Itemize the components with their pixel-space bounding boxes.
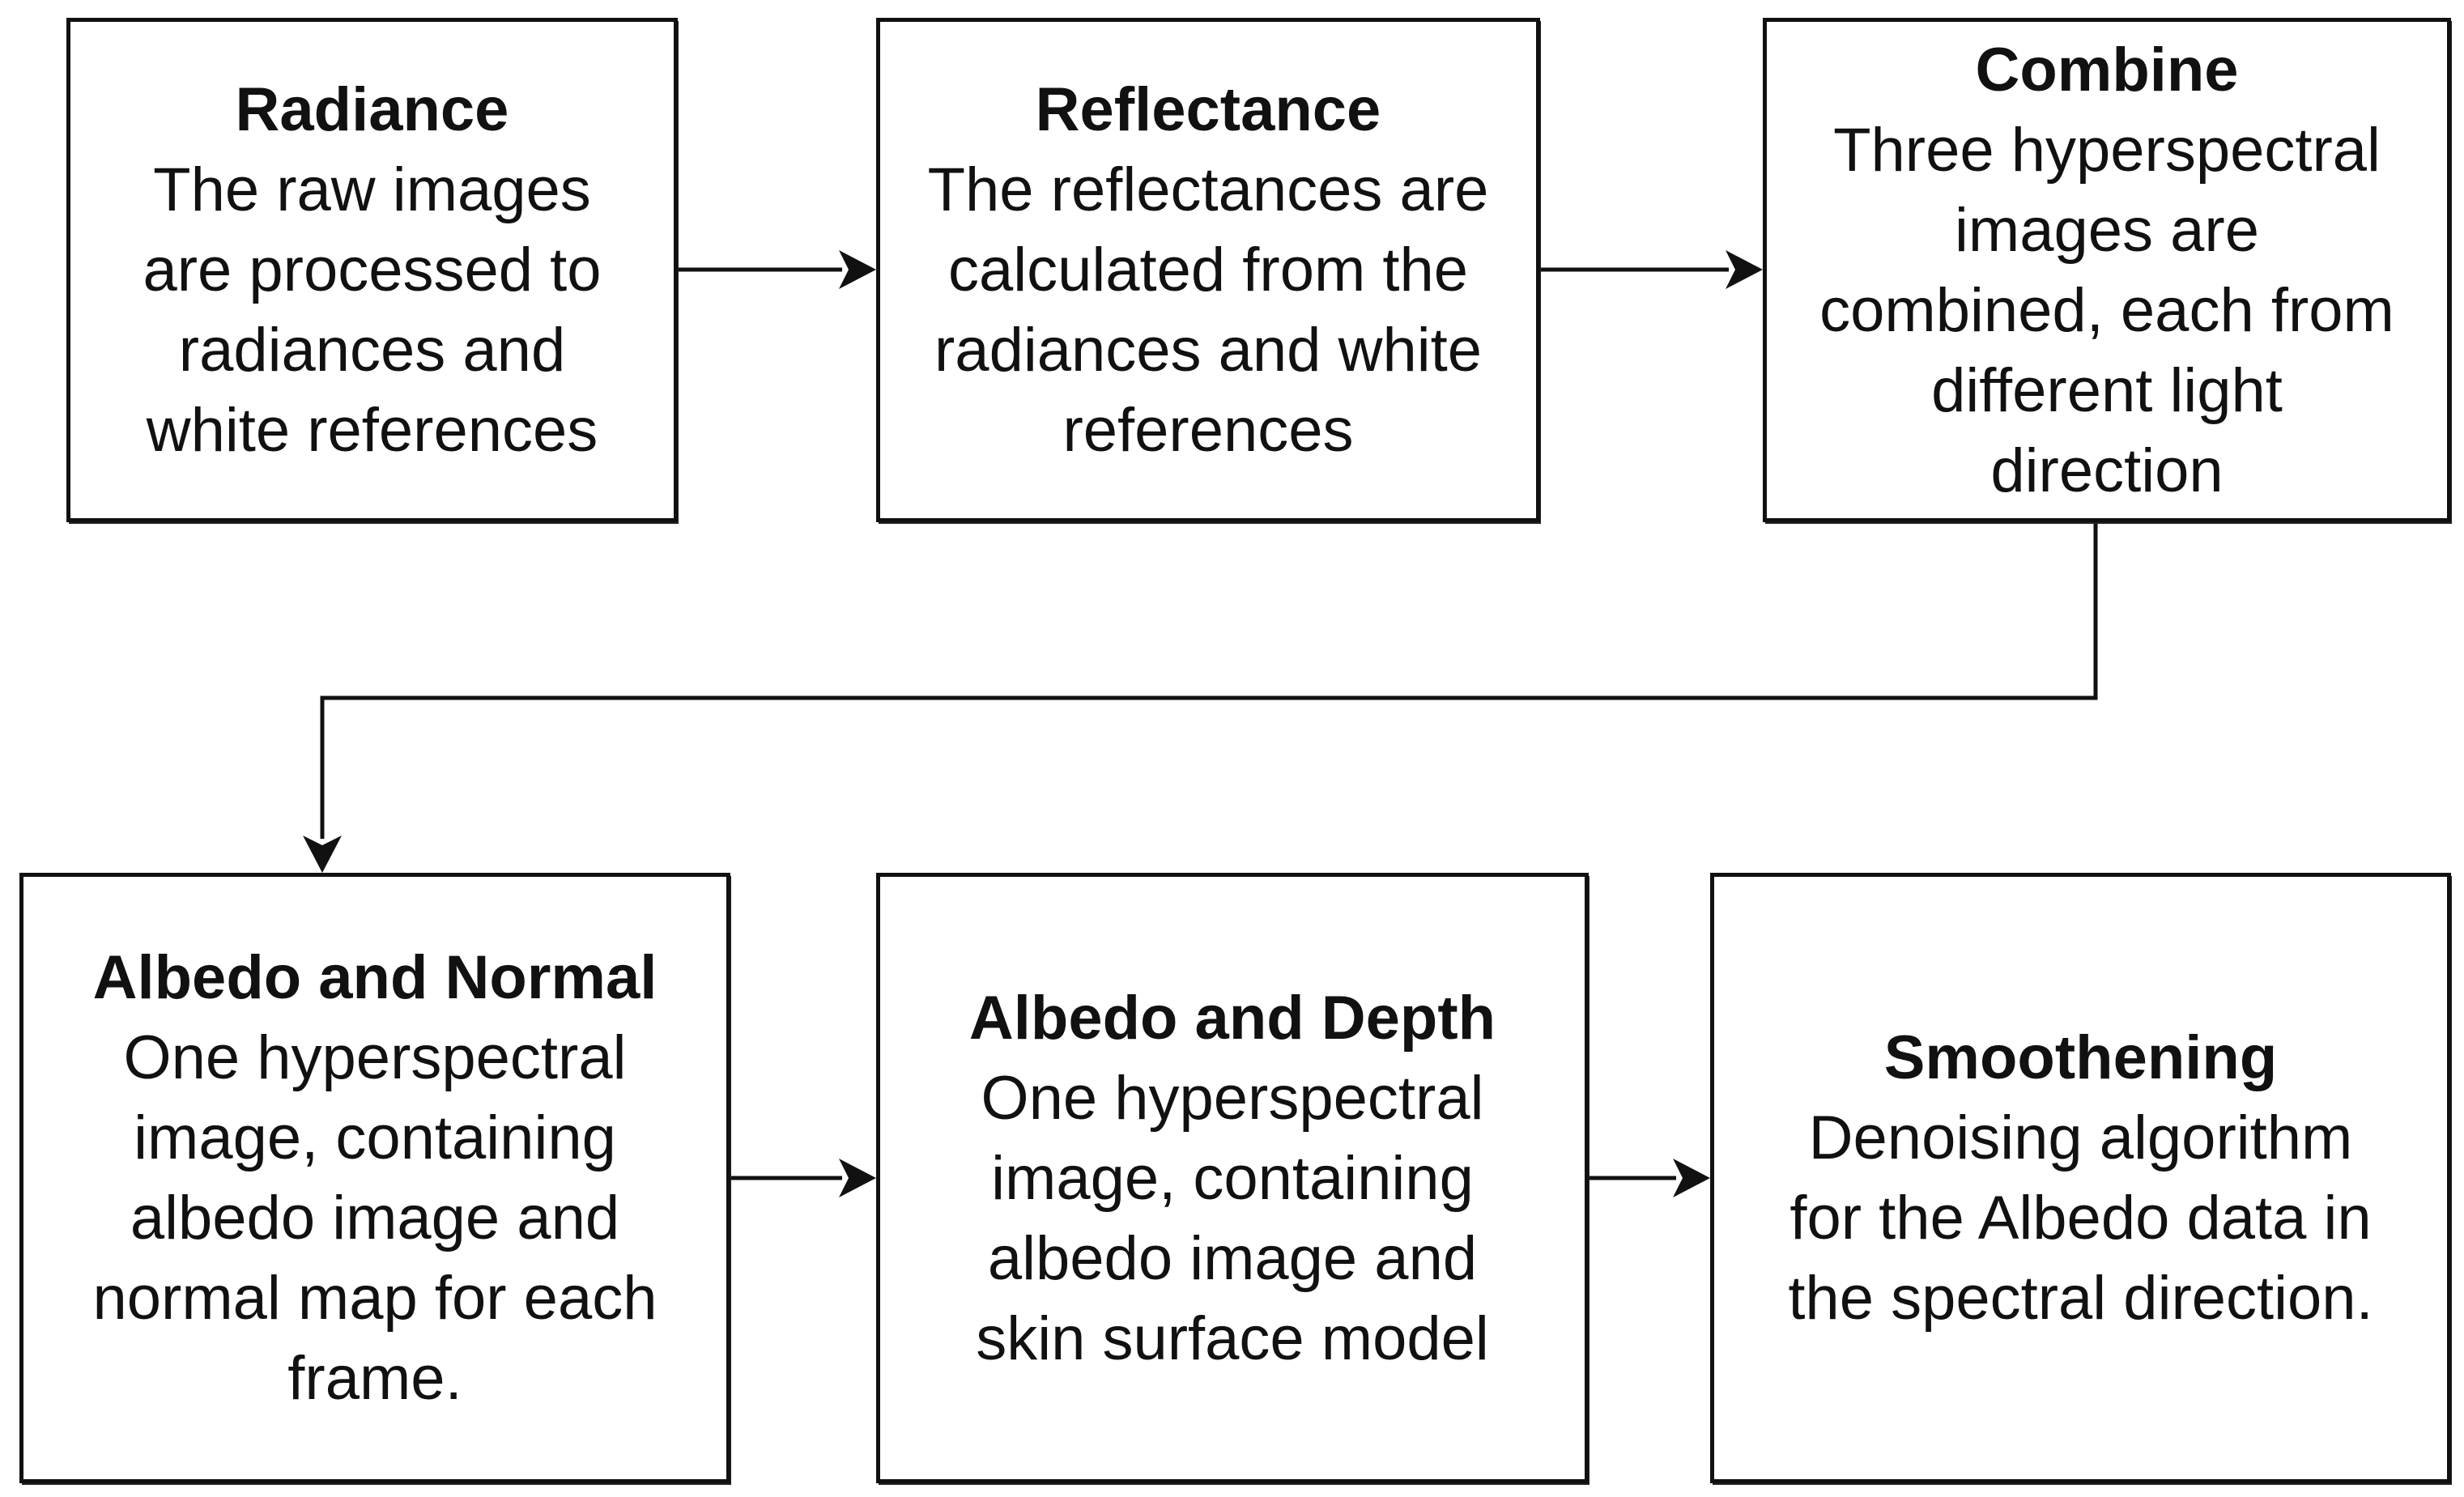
radiance-box: Radiance The raw images are processed to… [66,18,678,522]
reflectance-description: The reflectances are calculated from the… [927,155,1489,465]
albedo-depth-title: Albedo and Depth [968,983,1496,1053]
radiance-title: Radiance [235,75,509,144]
combine-box: Combine Three hyperspectral images are c… [1763,18,2451,522]
arrowhead-smoothening [1673,1159,1710,1197]
albedo-normal-box: Albedo and Normal One hyperspectral imag… [19,873,730,1483]
smoothening-description: Denoising algorithm for the Albedo data … [1788,1104,2373,1333]
arrowhead-albedo-depth [839,1159,876,1197]
reflectance-title: Reflectance [1035,75,1381,144]
albedo-depth-description: One hyperspectral image, containing albe… [976,1063,1489,1373]
smoothening-title: Smoothening [1883,1023,2278,1092]
radiance-description: The raw images are processed to radiance… [143,155,602,465]
arrowhead-combine [1726,250,1763,289]
albedo-normal-description: One hyperspectral image, containing albe… [92,1023,657,1413]
combine-description: Three hyperspectral images are combined,… [1819,115,2394,505]
arrowhead-albedo-normal [303,836,342,873]
smoothening-box: Smoothening Denoising algorithm for the … [1710,873,2451,1483]
albedo-depth-box: Albedo and Depth One hyperspectral image… [876,873,1589,1483]
combine-title: Combine [1975,35,2239,104]
arrowhead-reflectance [839,250,876,289]
reflectance-box: Reflectance The reflectances are calcula… [876,18,1540,522]
albedo-normal-title: Albedo and Normal [92,943,657,1012]
arrow-combine-to-albedo-normal [320,522,2098,839]
